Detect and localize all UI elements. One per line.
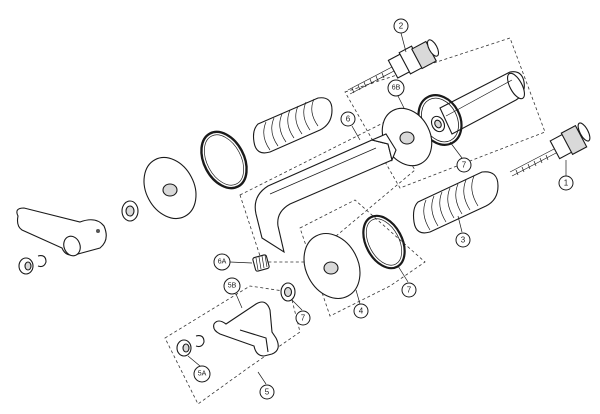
callout-5 <box>259 384 275 400</box>
o-ring-left <box>200 130 248 190</box>
callout-7-lower-label: 7 <box>301 314 306 323</box>
callout-7-middle-label: 7 <box>407 286 412 295</box>
callout-6b-label: 6B <box>392 85 401 92</box>
callout-4 <box>353 303 369 319</box>
callout-7-upper-label: 7 <box>462 161 467 170</box>
callout-1 <box>558 175 574 191</box>
group-outline-4 <box>299 199 426 317</box>
washer-left <box>121 200 139 222</box>
cap-left <box>18 257 34 275</box>
callout-5b <box>223 277 241 295</box>
callout-5b-label: 5B <box>228 283 237 290</box>
callout-6 <box>340 111 356 127</box>
callout-6b <box>387 79 405 97</box>
ribbed-sleeve-upper <box>252 97 333 154</box>
callout-7-lower <box>295 310 311 326</box>
callout-6a <box>213 253 231 271</box>
callout-7-middle <box>401 282 417 298</box>
clip-5a <box>195 335 205 348</box>
callout-6-label: 6 <box>346 115 351 124</box>
callout-4-label: 4 <box>359 307 364 316</box>
callout-3-label: 3 <box>461 236 466 245</box>
cartridge-1 <box>509 122 591 177</box>
lever-handle-left <box>16 207 107 257</box>
callout-5-label: 5 <box>265 388 270 397</box>
callout-6a-label: 6A <box>218 259 227 266</box>
lever-handle-5 <box>213 301 279 357</box>
cap-5a <box>176 339 192 357</box>
callout-2-label: 2 <box>399 22 404 31</box>
spout-6 <box>254 133 397 254</box>
sleeve-tube <box>439 71 525 135</box>
group-outline-5 <box>164 285 301 405</box>
callout-5a <box>193 365 211 383</box>
escutcheon-disc-left <box>143 157 197 219</box>
cartridge-2 <box>347 39 440 95</box>
washer-lower <box>280 282 296 302</box>
o-ring-middle <box>362 214 406 270</box>
aerator-6a <box>252 254 270 272</box>
group-outline-6b <box>344 37 546 189</box>
callout-3 <box>455 232 471 248</box>
escutcheon-disc-4 <box>303 233 361 299</box>
clip-left <box>37 255 47 268</box>
callout-7-upper <box>456 157 472 173</box>
ribbed-sleeve-3 <box>412 171 499 234</box>
callout-5a-label: 5A <box>198 371 207 378</box>
callout-1-label: 1 <box>564 179 569 188</box>
callout-2 <box>393 18 409 34</box>
